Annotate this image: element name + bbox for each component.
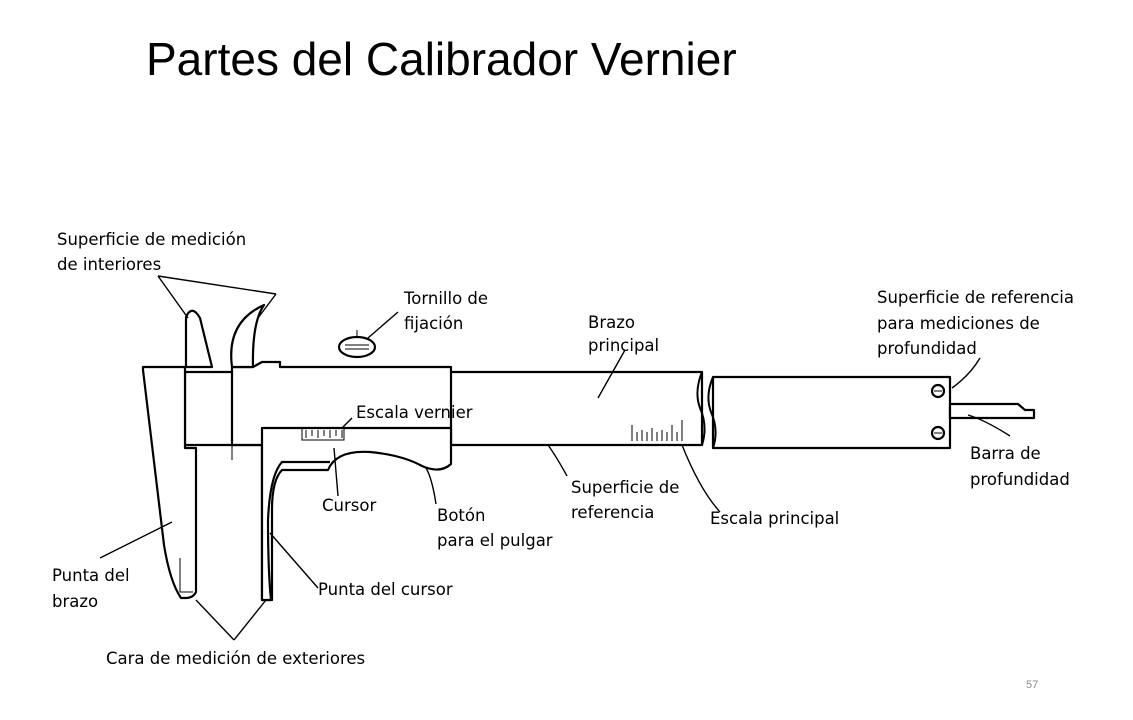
label-sup-ref-3: profundidad — [877, 339, 977, 358]
label-tornillo-2: fijación — [404, 314, 463, 333]
label-superficie-1: Superficie de — [571, 478, 679, 497]
cursor-jaw — [260, 445, 330, 602]
label-sup-ref-2: para mediciones de — [877, 314, 1040, 333]
label-punta-cursor: Punta del cursor — [318, 580, 453, 599]
label-boton-2: para el pulgar — [437, 531, 553, 550]
label-punta-brazo-2: brazo — [52, 592, 98, 611]
main-scale-ticks — [631, 420, 683, 441]
label-escala-vernier: Escala vernier — [356, 403, 473, 422]
beam-break-left — [696, 371, 706, 446]
label-escala-principal: Escala principal — [710, 509, 839, 528]
beam-break-right — [707, 376, 717, 449]
label-sup-med-int-2: de interiores — [57, 255, 161, 274]
locking-screw — [337, 335, 377, 359]
vernier-window — [301, 427, 345, 441]
label-superficie-2: referencia — [571, 503, 654, 522]
label-brazo-1: Brazo — [588, 313, 635, 332]
label-boton-1: Botón — [437, 506, 485, 525]
label-sup-ref-1: Superficie de referencia — [877, 288, 1074, 307]
label-barra-2: profundidad — [970, 470, 1070, 489]
page-number: 57 — [1026, 679, 1039, 691]
label-punta-brazo-1: Punta del — [52, 566, 130, 585]
label-cara-exteriores: Cara de medición de exteriores — [106, 649, 365, 668]
cursor-lower — [260, 426, 453, 602]
label-cursor: Cursor — [322, 496, 376, 515]
label-barra-1: Barra de — [970, 444, 1041, 463]
label-sup-med-int-1: Superficie de medición — [57, 230, 246, 249]
slide-title: Partes del Calibrador Vernier — [146, 33, 737, 85]
depth-rod — [948, 402, 1036, 420]
cursor-inside-jaw — [230, 303, 266, 369]
label-brazo-2: principal — [588, 336, 659, 355]
label-tornillo-1: Tornillo de — [403, 289, 488, 308]
fixed-inside-jaw — [184, 309, 214, 369]
main-beam-right — [711, 375, 952, 450]
fixed-jaw — [141, 365, 198, 600]
